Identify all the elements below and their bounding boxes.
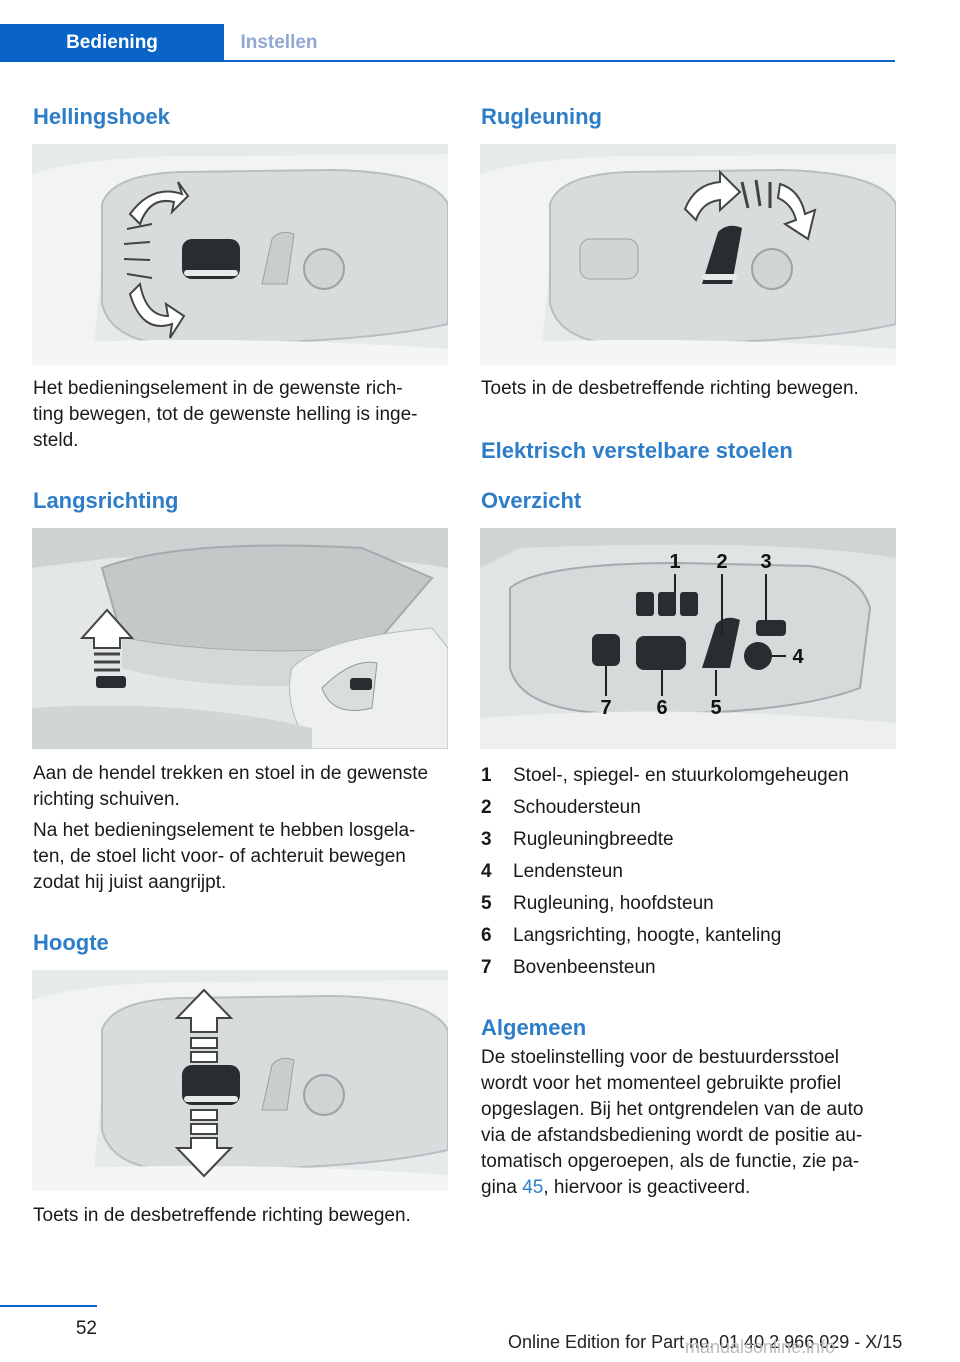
heading-hoogte: Hoogte bbox=[33, 930, 109, 955]
callout-4: 4 bbox=[792, 646, 804, 668]
text-line: Na het bedieningselement te hebben losge… bbox=[33, 820, 416, 841]
list-item: 6 Langsrichting, hoogte, kanteling bbox=[481, 920, 901, 952]
text-line: De stoelinstelling voor de bestuurdersst… bbox=[481, 1047, 840, 1068]
tab-instellen[interactable]: Instellen bbox=[224, 24, 334, 61]
page-number-rule bbox=[0, 1305, 97, 1307]
para-langsrichting-1: Aan de hendel trekken en stoel in de gew… bbox=[33, 761, 453, 813]
item-label: Lendensteun bbox=[513, 861, 623, 882]
text-line: richting schuiven. bbox=[33, 789, 180, 810]
callout-3: 3 bbox=[760, 551, 771, 573]
header-rule bbox=[0, 60, 895, 62]
callout-6: 6 bbox=[656, 697, 667, 719]
item-label: Schoudersteun bbox=[513, 797, 641, 818]
list-item: 3 Rugleuningbreedte bbox=[481, 824, 901, 856]
watermark: manualsonline.info bbox=[685, 1337, 836, 1357]
item-label: Rugleuning, hoofdsteun bbox=[513, 893, 714, 914]
figure-hellingshoek bbox=[32, 144, 448, 365]
item-number: 4 bbox=[481, 861, 492, 882]
tab-bediening[interactable]: Bediening bbox=[0, 24, 224, 61]
figure-overzicht: 1 2 3 4 5 6 7 bbox=[480, 528, 896, 749]
item-label: Bovenbeensteun bbox=[513, 957, 656, 978]
figure-rugleuning bbox=[480, 144, 896, 365]
item-number: 2 bbox=[481, 797, 492, 818]
text-line: gina bbox=[481, 1177, 523, 1198]
page-link-45[interactable]: 45 bbox=[522, 1177, 544, 1198]
callout-1: 1 bbox=[669, 551, 680, 573]
list-item: 2 Schoudersteun bbox=[481, 792, 901, 824]
list-item: 4 Lendensteun bbox=[481, 856, 901, 888]
text-line: ten, de stoel licht voor- of achteruit b… bbox=[33, 846, 406, 867]
para-rugleuning: Toets in de desbetreffende richting bewe… bbox=[481, 378, 859, 399]
text-line: Het bedieningselement in de gewenste ric… bbox=[33, 378, 403, 399]
item-number: 1 bbox=[481, 765, 492, 786]
item-number: 6 bbox=[481, 925, 492, 946]
para-langsrichting-2: Na het bedieningselement te hebben losge… bbox=[33, 818, 453, 896]
callout-7: 7 bbox=[600, 697, 611, 719]
text-line: tomatisch opgeroepen, als de functie, zi… bbox=[481, 1151, 860, 1172]
text-line: Aan de hendel trekken en stoel in de gew… bbox=[33, 763, 429, 784]
callout-5: 5 bbox=[710, 697, 721, 719]
para-algemeen: De stoelinstelling voor de bestuurdersst… bbox=[481, 1045, 901, 1201]
para-hellingshoek: Het bedieningselement in de gewenste ric… bbox=[33, 376, 453, 454]
text-line: wordt voor het momenteel gebruikte profi… bbox=[481, 1073, 842, 1094]
item-number: 7 bbox=[481, 957, 492, 978]
list-item: 5 Rugleuning, hoofdsteun bbox=[481, 888, 901, 920]
text-line: via de afstandsbediening wordt de positi… bbox=[481, 1125, 863, 1146]
figure-hoogte bbox=[32, 970, 448, 1191]
callout-2: 2 bbox=[716, 551, 727, 573]
item-label: Rugleuningbreedte bbox=[513, 829, 674, 850]
heading-elektrisch: Elektrisch verstelbare stoelen bbox=[481, 438, 793, 463]
para-hoogte: Toets in de desbetreffende richting bewe… bbox=[33, 1205, 411, 1226]
heading-algemeen: Algemeen bbox=[481, 1015, 587, 1040]
heading-hellingshoek: Hellingshoek bbox=[33, 104, 170, 129]
text-line: steld. bbox=[33, 430, 79, 451]
text-line: zodat hij juist aangrijpt. bbox=[33, 872, 227, 893]
page-number: 52 bbox=[75, 1318, 97, 1339]
edition-footer: Online Edition for Part no. 01 40 2 966 … bbox=[508, 1332, 903, 1352]
list-item: 7 Bovenbeensteun bbox=[481, 952, 901, 984]
figure-langsrichting bbox=[32, 528, 448, 749]
list-item: 1 Stoel-, spiegel- en stuurkolomgeheugen bbox=[481, 760, 901, 792]
item-label: Langsrichting, hoogte, kanteling bbox=[513, 925, 782, 946]
text-line: , hiervoor is geactiveerd. bbox=[543, 1177, 751, 1198]
item-number: 3 bbox=[481, 829, 492, 850]
item-label: Stoel-, spiegel- en stuurkolomgeheugen bbox=[513, 765, 849, 786]
heading-langsrichting: Langsrichting bbox=[33, 488, 179, 513]
text-line: opgeslagen. Bij het ontgrendelen van de … bbox=[481, 1099, 864, 1120]
text-line: ting bewegen, tot de gewenste helling is… bbox=[33, 404, 418, 425]
heading-rugleuning: Rugleuning bbox=[481, 104, 602, 129]
heading-overzicht: Overzicht bbox=[481, 488, 582, 513]
item-number: 5 bbox=[481, 893, 492, 914]
